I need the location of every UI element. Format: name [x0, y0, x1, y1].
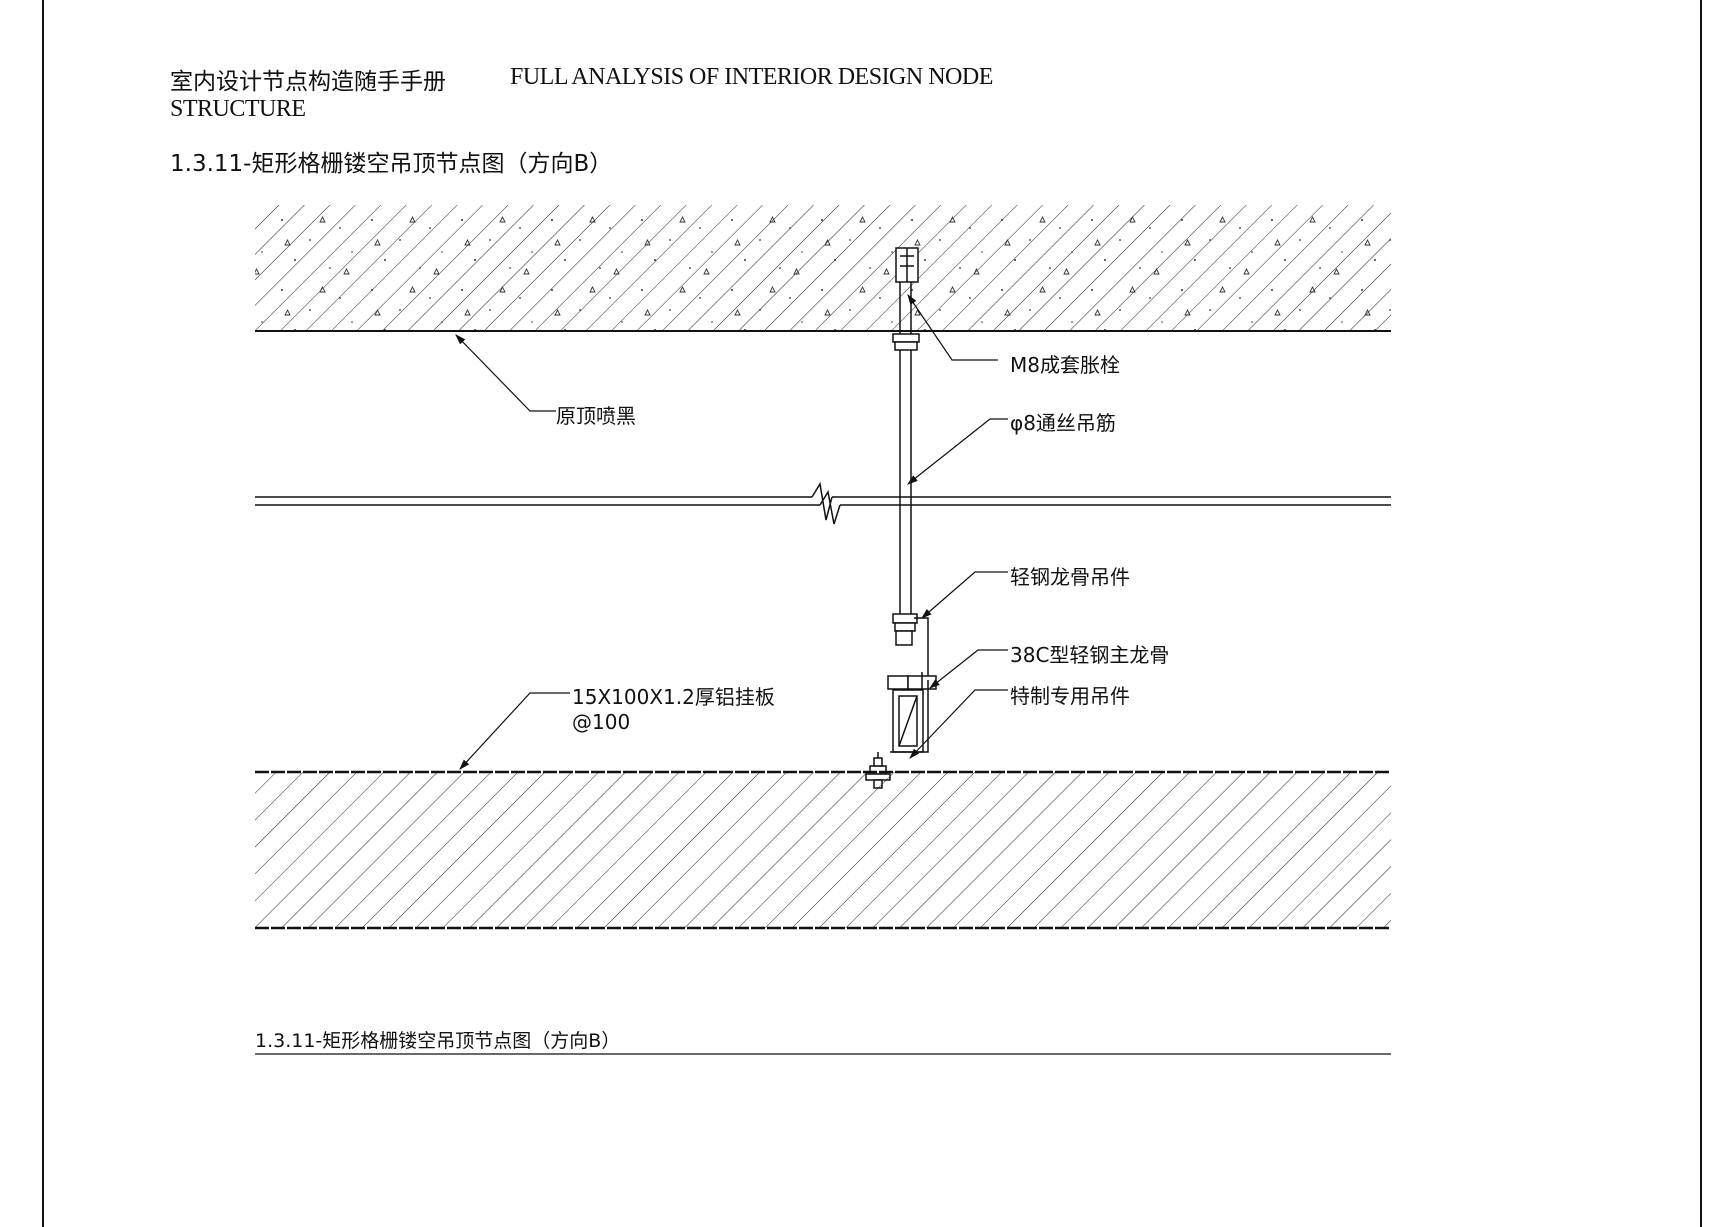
label-expansion-bolt: M8成套胀栓: [1010, 353, 1120, 377]
section-title: 1.3.11-矩形格栅镂空吊顶节点图（方向B）: [170, 151, 613, 177]
label-aluminum-panel: 15X100X1.2厚铝挂板: [572, 685, 775, 709]
hanger-rod: [899, 250, 912, 618]
label-ceiling-black: 原顶喷黑: [556, 404, 636, 428]
label-hanger-rod: φ8通丝吊筋: [1010, 411, 1116, 435]
page-border-right: [1700, 0, 1702, 1227]
expansion-bolt: [892, 247, 920, 351]
aluminum-panel: [255, 770, 1391, 930]
label-main-keel: 38C型轻钢主龙骨: [1010, 643, 1170, 667]
label-panel-spacing: @100: [572, 710, 631, 734]
drawing-caption: 1.3.11-矩形格栅镂空吊顶节点图（方向B）: [255, 1030, 621, 1052]
label-keel-hanger: 轻钢龙骨吊件: [1010, 565, 1130, 589]
keel-hanger: [892, 613, 929, 681]
main-keel: [887, 672, 937, 753]
break-line: [255, 481, 1391, 525]
header-title-cn: 室内设计节点构造随手手册: [170, 69, 446, 95]
leader-lines: [455, 294, 1008, 770]
concrete-slab: [255, 205, 1391, 332]
header-title-en: FULL ANALYSIS OF INTERIOR DESIGN NODE: [510, 64, 993, 90]
label-special-hanger: 特制专用吊件: [1010, 684, 1130, 708]
header-title-en-line2: STRUCTURE: [170, 96, 306, 122]
page-border-left: [42, 0, 44, 1227]
